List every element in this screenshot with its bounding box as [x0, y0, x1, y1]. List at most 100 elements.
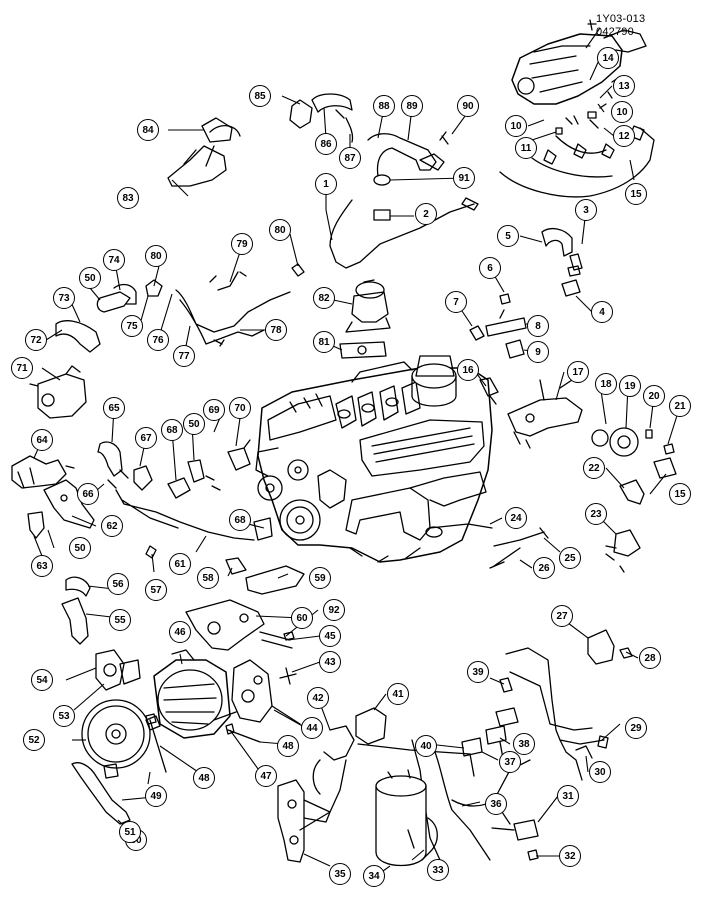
callout-4[interactable]: 4	[591, 301, 613, 323]
callout-76[interactable]: 76	[147, 329, 169, 351]
callout-29[interactable]: 29	[625, 717, 647, 739]
callout-19[interactable]: 19	[619, 375, 641, 397]
callout-38[interactable]: 38	[513, 733, 535, 755]
callout-3[interactable]: 3	[575, 199, 597, 221]
callout-11[interactable]: 11	[515, 137, 537, 159]
callout-42[interactable]: 42	[307, 687, 329, 709]
clip-drawing-20-21	[645, 429, 677, 479]
callout-57[interactable]: 57	[145, 579, 167, 601]
callout-37[interactable]: 37	[499, 751, 521, 773]
callout-46[interactable]: 46	[169, 621, 191, 643]
callout-23[interactable]: 23	[585, 503, 607, 525]
callout-85[interactable]: 85	[249, 85, 271, 107]
callout-60[interactable]: 60	[291, 607, 313, 629]
callout-70[interactable]: 70	[229, 397, 251, 419]
callout-71[interactable]: 71	[11, 357, 33, 379]
callout-1[interactable]: 1	[315, 173, 337, 195]
callout-13[interactable]: 13	[613, 75, 635, 97]
callout-15-top[interactable]: 15	[625, 183, 647, 205]
callout-72[interactable]: 72	[25, 329, 47, 351]
callout-91[interactable]: 91	[453, 167, 475, 189]
callout-61[interactable]: 61	[169, 553, 191, 575]
callout-52[interactable]: 52	[23, 729, 45, 751]
callout-10-right[interactable]: 10	[611, 101, 633, 123]
callout-58[interactable]: 58	[197, 567, 219, 589]
callout-32[interactable]: 32	[559, 845, 581, 867]
callout-2[interactable]: 2	[415, 203, 437, 225]
callout-78[interactable]: 78	[265, 319, 287, 341]
callout-63[interactable]: 63	[31, 555, 53, 577]
callout-80-left[interactable]: 80	[145, 245, 167, 267]
callout-65[interactable]: 65	[103, 397, 125, 419]
callout-82[interactable]: 82	[313, 287, 335, 309]
callout-25[interactable]: 25	[559, 547, 581, 569]
callout-88[interactable]: 88	[373, 95, 395, 117]
callout-48-right[interactable]: 48	[277, 735, 299, 757]
callout-68-upper[interactable]: 68	[161, 419, 183, 441]
callout-67[interactable]: 67	[135, 427, 157, 449]
callout-20[interactable]: 20	[643, 385, 665, 407]
callout-7[interactable]: 7	[445, 291, 467, 313]
callout-44[interactable]: 44	[301, 717, 323, 739]
callout-16[interactable]: 16	[457, 359, 479, 381]
callout-75[interactable]: 75	[121, 315, 143, 337]
callout-24[interactable]: 24	[505, 507, 527, 529]
callout-51[interactable]: 51	[119, 821, 141, 843]
callout-50-left[interactable]: 50	[69, 537, 91, 559]
callout-54[interactable]: 54	[31, 669, 53, 691]
callout-31[interactable]: 31	[557, 785, 579, 807]
callout-89[interactable]: 89	[401, 95, 423, 117]
callout-5[interactable]: 5	[497, 225, 519, 247]
callout-21[interactable]: 21	[669, 395, 691, 417]
callout-35[interactable]: 35	[329, 863, 351, 885]
callout-30[interactable]: 30	[589, 761, 611, 783]
callout-69[interactable]: 69	[203, 399, 225, 421]
callout-77[interactable]: 77	[173, 345, 195, 367]
callout-86[interactable]: 86	[315, 133, 337, 155]
callout-12[interactable]: 12	[613, 125, 635, 147]
callout-22[interactable]: 22	[583, 457, 605, 479]
callout-39[interactable]: 39	[467, 661, 489, 683]
callout-26[interactable]: 26	[533, 557, 555, 579]
callout-80-right[interactable]: 80	[269, 219, 291, 241]
callout-92[interactable]: 92	[323, 599, 345, 621]
callout-47[interactable]: 47	[255, 765, 277, 787]
callout-48-left[interactable]: 48	[193, 767, 215, 789]
callout-8[interactable]: 8	[527, 315, 549, 337]
callout-64[interactable]: 64	[31, 429, 53, 451]
callout-9[interactable]: 9	[527, 341, 549, 363]
callout-50-middle[interactable]: 50	[183, 413, 205, 435]
callout-90[interactable]: 90	[457, 95, 479, 117]
callout-83[interactable]: 83	[117, 187, 139, 209]
callout-81[interactable]: 81	[313, 331, 335, 353]
callout-27[interactable]: 27	[551, 605, 573, 627]
callout-43[interactable]: 43	[319, 651, 341, 673]
callout-40[interactable]: 40	[415, 735, 437, 757]
callout-17[interactable]: 17	[567, 361, 589, 383]
callout-15-lower[interactable]: 15	[669, 483, 691, 505]
callout-68-lower[interactable]: 68	[229, 509, 251, 531]
callout-14[interactable]: 14	[597, 47, 619, 69]
callout-59[interactable]: 59	[309, 567, 331, 589]
callout-74[interactable]: 74	[103, 249, 125, 271]
callout-41[interactable]: 41	[387, 683, 409, 705]
callout-79[interactable]: 79	[231, 233, 253, 255]
callout-33[interactable]: 33	[427, 859, 449, 881]
callout-10-left[interactable]: 10	[505, 115, 527, 137]
callout-55[interactable]: 55	[109, 609, 131, 631]
callout-6[interactable]: 6	[479, 257, 501, 279]
callout-73[interactable]: 73	[53, 287, 75, 309]
callout-66[interactable]: 66	[77, 483, 99, 505]
callout-36[interactable]: 36	[485, 793, 507, 815]
callout-28[interactable]: 28	[639, 647, 661, 669]
callout-45[interactable]: 45	[319, 625, 341, 647]
callout-50-top[interactable]: 50	[79, 267, 101, 289]
callout-87[interactable]: 87	[339, 147, 361, 169]
callout-34[interactable]: 34	[363, 865, 385, 887]
callout-84[interactable]: 84	[137, 119, 159, 141]
callout-18[interactable]: 18	[595, 373, 617, 395]
callout-62[interactable]: 62	[101, 515, 123, 537]
callout-56[interactable]: 56	[107, 573, 129, 595]
callout-53[interactable]: 53	[53, 705, 75, 727]
callout-49[interactable]: 49	[145, 785, 167, 807]
